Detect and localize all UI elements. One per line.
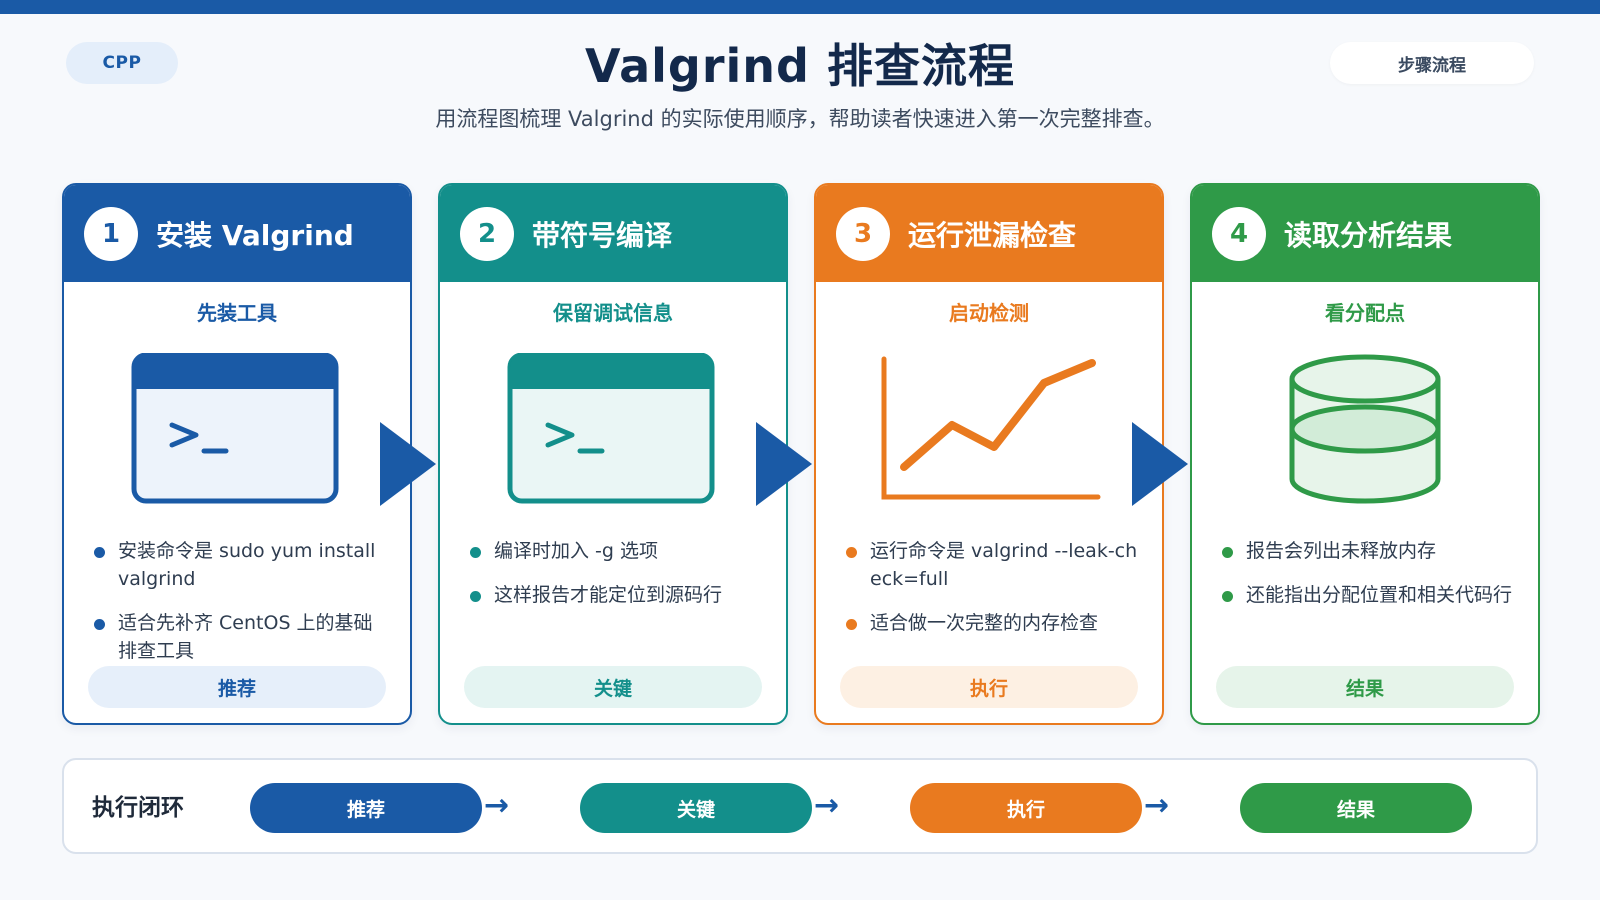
step-header: 4 读取分析结果: [1192, 185, 1538, 282]
loop-pill-recommend: 推荐: [250, 783, 482, 833]
step-tag: 执行: [840, 666, 1138, 708]
bullet-item: 报告会列出未释放内存: [1218, 537, 1518, 565]
flow-arrow-icon: [380, 422, 436, 506]
bullet-item: 适合先补齐 CentOS 上的基础排查工具: [90, 609, 390, 665]
category-tag: CPP: [66, 42, 178, 84]
step-bullets: 编译时加入 -g 选项 这样报告才能定位到源码行: [466, 537, 766, 625]
step-subtitle: 启动检测: [949, 301, 1029, 325]
flow-arrow-icon: [756, 422, 812, 506]
section-label: 步骤流程: [1330, 42, 1534, 84]
loop-pill-result: 结果: [1240, 783, 1472, 833]
step-tag: 关键: [464, 666, 762, 708]
bullet-item: 安装命令是 sudo yum install valgrind: [90, 537, 390, 593]
loop-arrow-icon: →: [484, 788, 510, 823]
step-number: 4: [1212, 206, 1266, 261]
step-header: 1 安装 Valgrind: [64, 185, 410, 282]
step-title: 安装 Valgrind: [156, 218, 354, 252]
loop-pill-execute: 执行: [910, 783, 1142, 833]
loop-label: 执行闭环: [92, 795, 184, 821]
bullet-item: 还能指出分配位置和相关代码行: [1218, 581, 1518, 609]
terminal-icon: [131, 353, 339, 504]
step-header: 2 带符号编译: [440, 185, 786, 282]
line-chart-icon: [881, 356, 1101, 500]
step-number: 1: [84, 206, 138, 261]
step-card-4: 4 读取分析结果 看分配点 报告会列出未释放内存 还能指出分配位置和相关代码行 …: [1190, 183, 1540, 725]
step-bullets: 运行命令是 valgrind --leak-check=full 适合做一次完整…: [842, 537, 1142, 653]
step-subtitle: 先装工具: [197, 301, 277, 325]
page-title: Valgrind 排查流程: [585, 39, 1015, 93]
database-icon: [1289, 354, 1441, 504]
step-tag: 推荐: [88, 666, 386, 708]
top-accent-bar: [0, 0, 1600, 14]
step-title: 运行泄漏检查: [908, 218, 1077, 252]
flow-arrow-icon: [1132, 422, 1188, 506]
step-subtitle: 保留调试信息: [553, 301, 673, 325]
terminal-icon: [507, 353, 715, 504]
step-number: 3: [836, 206, 890, 261]
bullet-item: 运行命令是 valgrind --leak-check=full: [842, 537, 1142, 593]
loop-arrow-icon: →: [814, 788, 840, 823]
loop-pill-key: 关键: [580, 783, 812, 833]
step-subtitle: 看分配点: [1325, 301, 1405, 325]
page-subtitle: 用流程图梳理 Valgrind 的实际使用顺序，帮助读者快速进入第一次完整排查。: [435, 107, 1165, 131]
step-tag: 结果: [1216, 666, 1514, 708]
step-header: 3 运行泄漏检查: [816, 185, 1162, 282]
step-number: 2: [460, 206, 514, 261]
bullet-item: 编译时加入 -g 选项: [466, 537, 766, 565]
loop-arrow-icon: →: [1144, 788, 1170, 823]
step-card-2: 2 带符号编译 保留调试信息 编译时加入 -g 选项 这样报告才能定位到源码行 …: [438, 183, 788, 725]
bullet-item: 这样报告才能定位到源码行: [466, 581, 766, 609]
bullet-item: 适合做一次完整的内存检查: [842, 609, 1142, 637]
step-title: 读取分析结果: [1284, 218, 1453, 252]
step-card-3: 3 运行泄漏检查 启动检测 运行命令是 valgrind --leak-chec…: [814, 183, 1164, 725]
step-bullets: 报告会列出未释放内存 还能指出分配位置和相关代码行: [1218, 537, 1518, 625]
step-title: 带符号编译: [532, 218, 673, 252]
step-bullets: 安装命令是 sudo yum install valgrind 适合先补齐 Ce…: [90, 537, 390, 681]
step-card-1: 1 安装 Valgrind 先装工具 安装命令是 sudo yum instal…: [62, 183, 412, 725]
